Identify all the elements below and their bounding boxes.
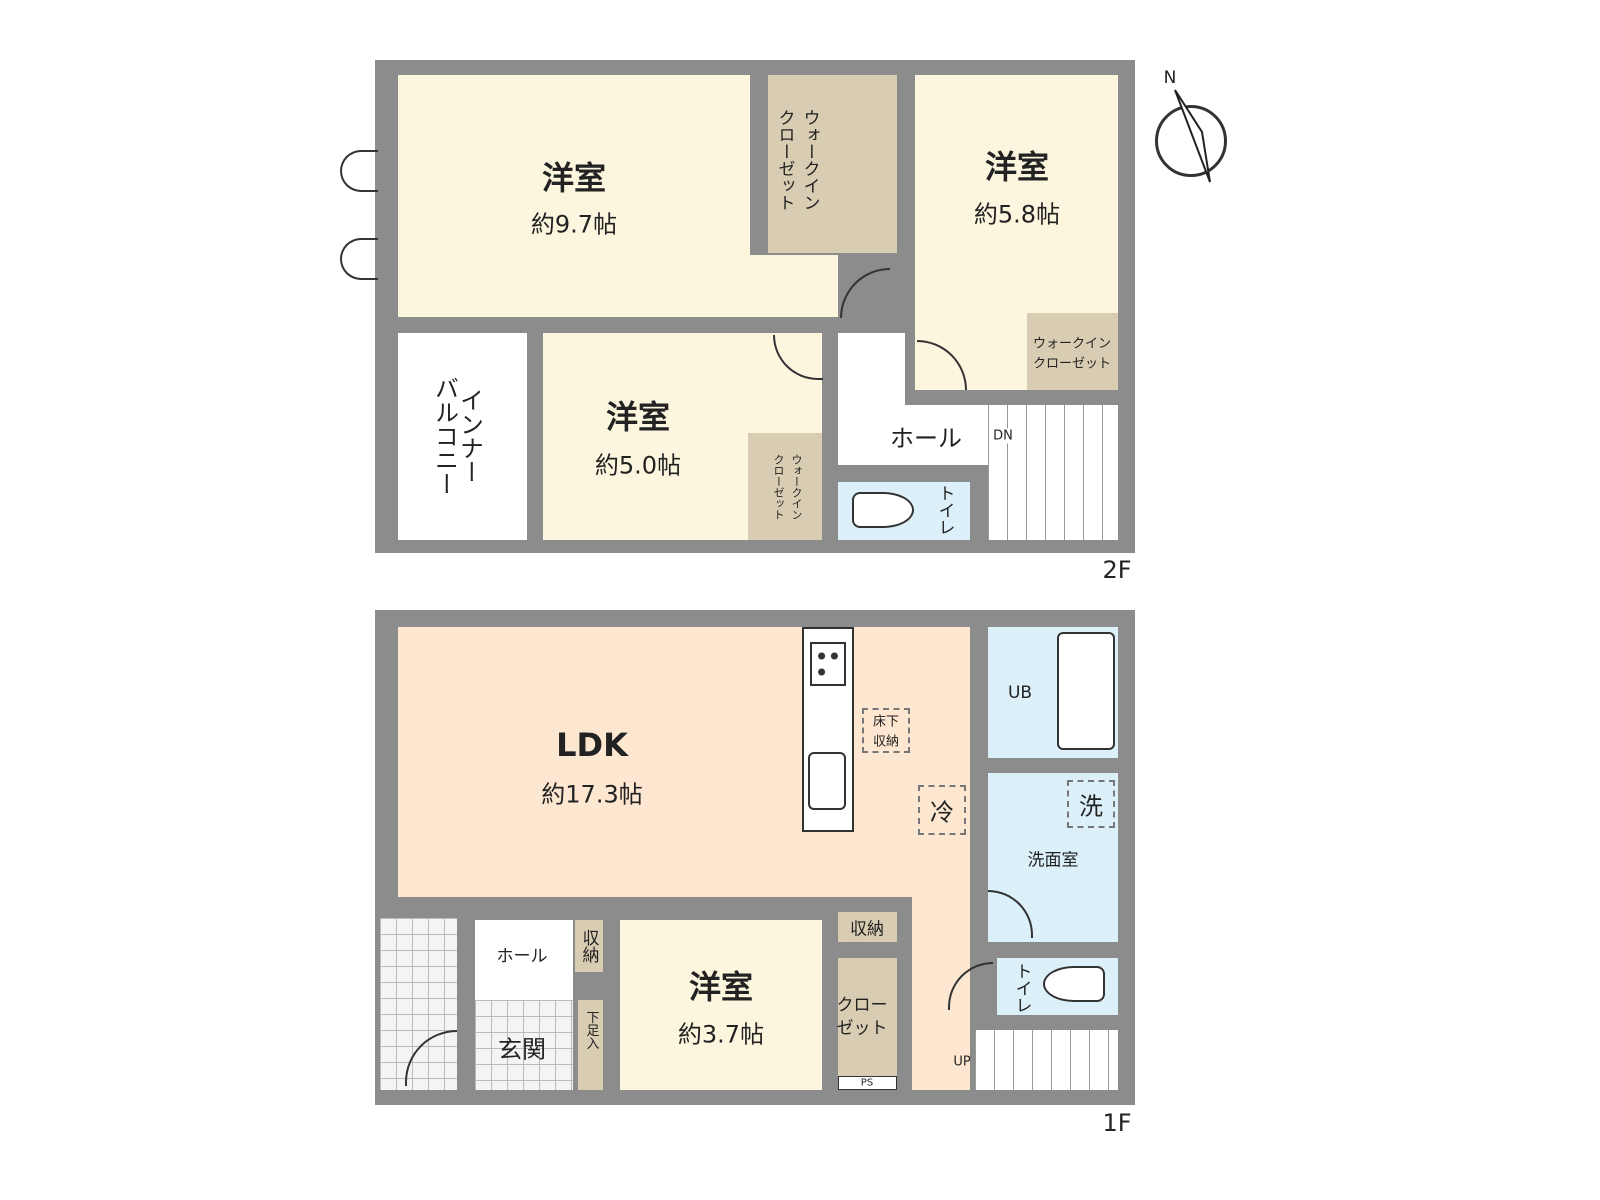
wic-label: クローゼット bbox=[772, 454, 785, 520]
hall-label: ホール bbox=[496, 946, 548, 967]
ps-label: PS bbox=[860, 1077, 874, 1089]
stove-icon bbox=[810, 642, 846, 686]
floor-label: 2F bbox=[1102, 556, 1132, 584]
ub-label: UB bbox=[1007, 683, 1033, 703]
ldk-size: 約17.3帖 bbox=[541, 780, 643, 809]
wic-label: クローゼット bbox=[1032, 356, 1112, 372]
hall-storage bbox=[575, 920, 603, 972]
storage-1f bbox=[838, 912, 897, 942]
entrance-label: 玄関 bbox=[498, 1035, 546, 1064]
room-label: 洋室 bbox=[605, 398, 671, 436]
wic-label: クローゼット bbox=[774, 109, 795, 211]
compass-needle-icon bbox=[1174, 89, 1211, 183]
hall-1f bbox=[475, 920, 573, 1000]
room-size: 約3.7帖 bbox=[677, 1020, 765, 1049]
closet-label: クロー bbox=[836, 995, 888, 1016]
room-label: 洋室 bbox=[541, 159, 607, 197]
compass-north-label: N bbox=[1163, 68, 1177, 88]
toilet-label: トイレ bbox=[934, 484, 955, 536]
washer-space bbox=[1067, 780, 1115, 828]
up-label: UP bbox=[953, 1054, 971, 1070]
ps-shaft bbox=[838, 1076, 897, 1090]
down-label: DN bbox=[993, 428, 1013, 444]
ldk-label: LDK bbox=[556, 726, 628, 764]
closet bbox=[838, 958, 897, 1076]
wic-label: ウォークイン bbox=[790, 454, 803, 520]
closet-label: ゼット bbox=[836, 1018, 888, 1039]
compass-icon bbox=[1155, 105, 1227, 177]
door-swing-icon bbox=[340, 150, 378, 192]
underfloor-label: 床下 bbox=[872, 714, 900, 730]
room-size: 約9.7帖 bbox=[530, 210, 618, 239]
stairs-2f[interactable] bbox=[988, 405, 1118, 540]
toilet-label: トイレ bbox=[1011, 962, 1032, 1014]
wic-label: ウォークイン bbox=[1032, 336, 1112, 352]
stairs-1f[interactable] bbox=[975, 1030, 1118, 1090]
storage-label: 収納 bbox=[850, 919, 884, 940]
walk-in-closet-small bbox=[748, 433, 822, 540]
wic-label: ウォークイン bbox=[799, 109, 820, 211]
floor-label: 1F bbox=[1102, 1109, 1132, 1137]
room-western-9-7 bbox=[398, 75, 750, 317]
bathtub-icon bbox=[1057, 632, 1115, 750]
room-size: 約5.0帖 bbox=[594, 451, 682, 480]
inner-balcony bbox=[398, 333, 527, 540]
toilet-icon bbox=[1043, 966, 1105, 1002]
hall-label: ホール bbox=[890, 424, 962, 453]
walk-in-closet-right bbox=[1027, 313, 1118, 390]
ldk bbox=[398, 627, 970, 897]
room-label: 洋室 bbox=[984, 148, 1050, 186]
hall-storage-label: 収納 bbox=[578, 929, 599, 963]
underfloor-label: 収納 bbox=[872, 734, 900, 750]
balcony-label: バルコニー bbox=[430, 376, 459, 496]
door-swing-icon bbox=[340, 238, 378, 280]
room-label: 洋室 bbox=[688, 968, 754, 1006]
fridge-label: 冷 bbox=[930, 798, 954, 827]
room-size: 約5.8帖 bbox=[973, 200, 1061, 229]
shoe-cabinet bbox=[578, 1000, 603, 1090]
room-western-9-7-ext bbox=[750, 255, 838, 317]
toilet-icon bbox=[852, 492, 914, 528]
washroom-label: 洗面室 bbox=[1027, 850, 1079, 871]
hall-2f-ext bbox=[838, 405, 988, 465]
sink-icon bbox=[808, 752, 846, 810]
walk-in-closet-top bbox=[768, 75, 897, 253]
shoe-cabinet-label: 下足入 bbox=[583, 1010, 599, 1050]
room-western-3-7 bbox=[620, 920, 822, 1090]
underfloor-storage bbox=[862, 708, 910, 753]
balcony-label: インナー bbox=[455, 388, 484, 484]
washer-label: 洗 bbox=[1079, 792, 1103, 821]
fridge-space bbox=[918, 785, 966, 835]
entrance[interactable] bbox=[475, 1000, 573, 1090]
